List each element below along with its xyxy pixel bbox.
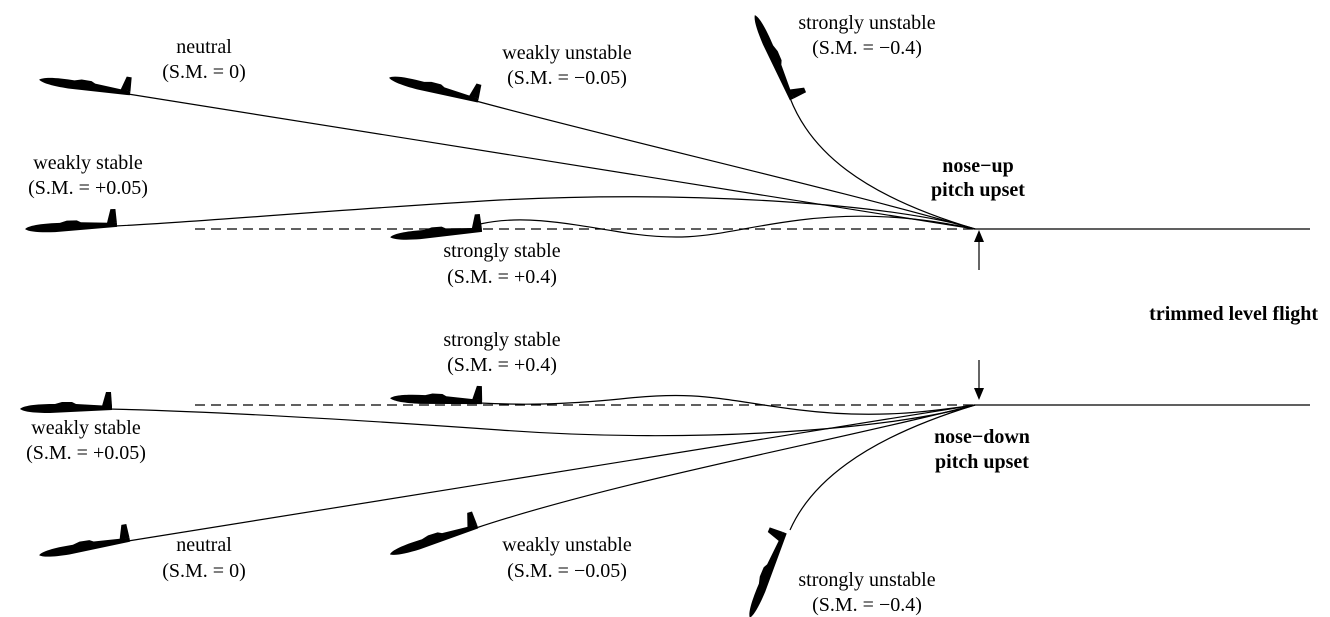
- trajectory-bottom-weakly-unstable: [475, 404, 976, 529]
- trajectory-top-neutral: [127, 93, 976, 230]
- label-bottom-neutral-sm: (S.M. = 0): [162, 560, 246, 582]
- trajectory-top-strongly-stable: [479, 215, 976, 238]
- label-pitch-upset-bottom: pitch upset: [935, 451, 1029, 473]
- label-bottom-weakly-unstable-sm: (S.M. = −0.05): [507, 560, 627, 582]
- trajectory-bottom-weakly-stable: [107, 404, 976, 437]
- glider-icon: [24, 208, 118, 234]
- label-top-weakly-stable-name: weakly stable: [33, 152, 143, 174]
- arrow-down-icon: [974, 360, 984, 400]
- trajectory-bottom-strongly-unstable: [789, 404, 976, 531]
- label-trimmed-level-flight: trimmed level flight: [1149, 303, 1318, 325]
- label-top-weakly-unstable-name: weakly unstable: [502, 42, 632, 64]
- glider-icon: [20, 392, 112, 413]
- label-bottom-strongly-unstable-sm: (S.M. = −0.4): [812, 594, 922, 616]
- glider-icon: [38, 62, 133, 99]
- label-top-strongly-unstable-name: strongly unstable: [798, 12, 935, 34]
- label-top-strongly-stable-sm: (S.M. = +0.4): [447, 266, 557, 288]
- label-bottom-weakly-stable-name: weakly stable: [31, 417, 141, 439]
- trajectory-top-weakly-unstable: [475, 100, 976, 230]
- label-top-weakly-stable-sm: (S.M. = +0.05): [28, 177, 148, 199]
- glider-icon: [384, 511, 480, 559]
- label-bottom-strongly-stable-name: strongly stable: [443, 329, 560, 351]
- label-pitch-upset-top: pitch upset: [931, 179, 1025, 201]
- label-top-neutral-sm: (S.M. = 0): [162, 61, 246, 83]
- glider-icon: [389, 381, 483, 408]
- glider-icon: [389, 213, 483, 242]
- glider-icon: [734, 526, 790, 617]
- trajectory-top-strongly-unstable: [789, 97, 976, 230]
- arrow-up-icon: [974, 230, 984, 270]
- label-bottom-strongly-unstable-name: strongly unstable: [798, 569, 935, 591]
- trajectory-bottom-strongly-stable: [479, 394, 976, 415]
- label-top-strongly-unstable-sm: (S.M. = −0.4): [812, 37, 922, 59]
- glider-icon: [36, 523, 131, 560]
- glider-icon: [388, 61, 483, 106]
- label-bottom-neutral-name: neutral: [176, 534, 232, 556]
- label-nose-up: nose−up: [942, 155, 1013, 177]
- label-top-neutral-name: neutral: [176, 36, 232, 58]
- label-top-strongly-stable-name: strongly stable: [443, 240, 560, 262]
- label-top-weakly-unstable-sm: (S.M. = −0.05): [507, 67, 627, 89]
- trajectory-bottom-neutral: [127, 404, 976, 542]
- trajectory-top-weakly-stable: [114, 196, 976, 230]
- label-bottom-strongly-stable-sm: (S.M. = +0.4): [447, 354, 557, 376]
- label-bottom-weakly-stable-sm: (S.M. = +0.05): [26, 442, 146, 464]
- label-nose-down: nose−down: [934, 426, 1030, 448]
- label-bottom-weakly-unstable-name: weakly unstable: [502, 534, 632, 556]
